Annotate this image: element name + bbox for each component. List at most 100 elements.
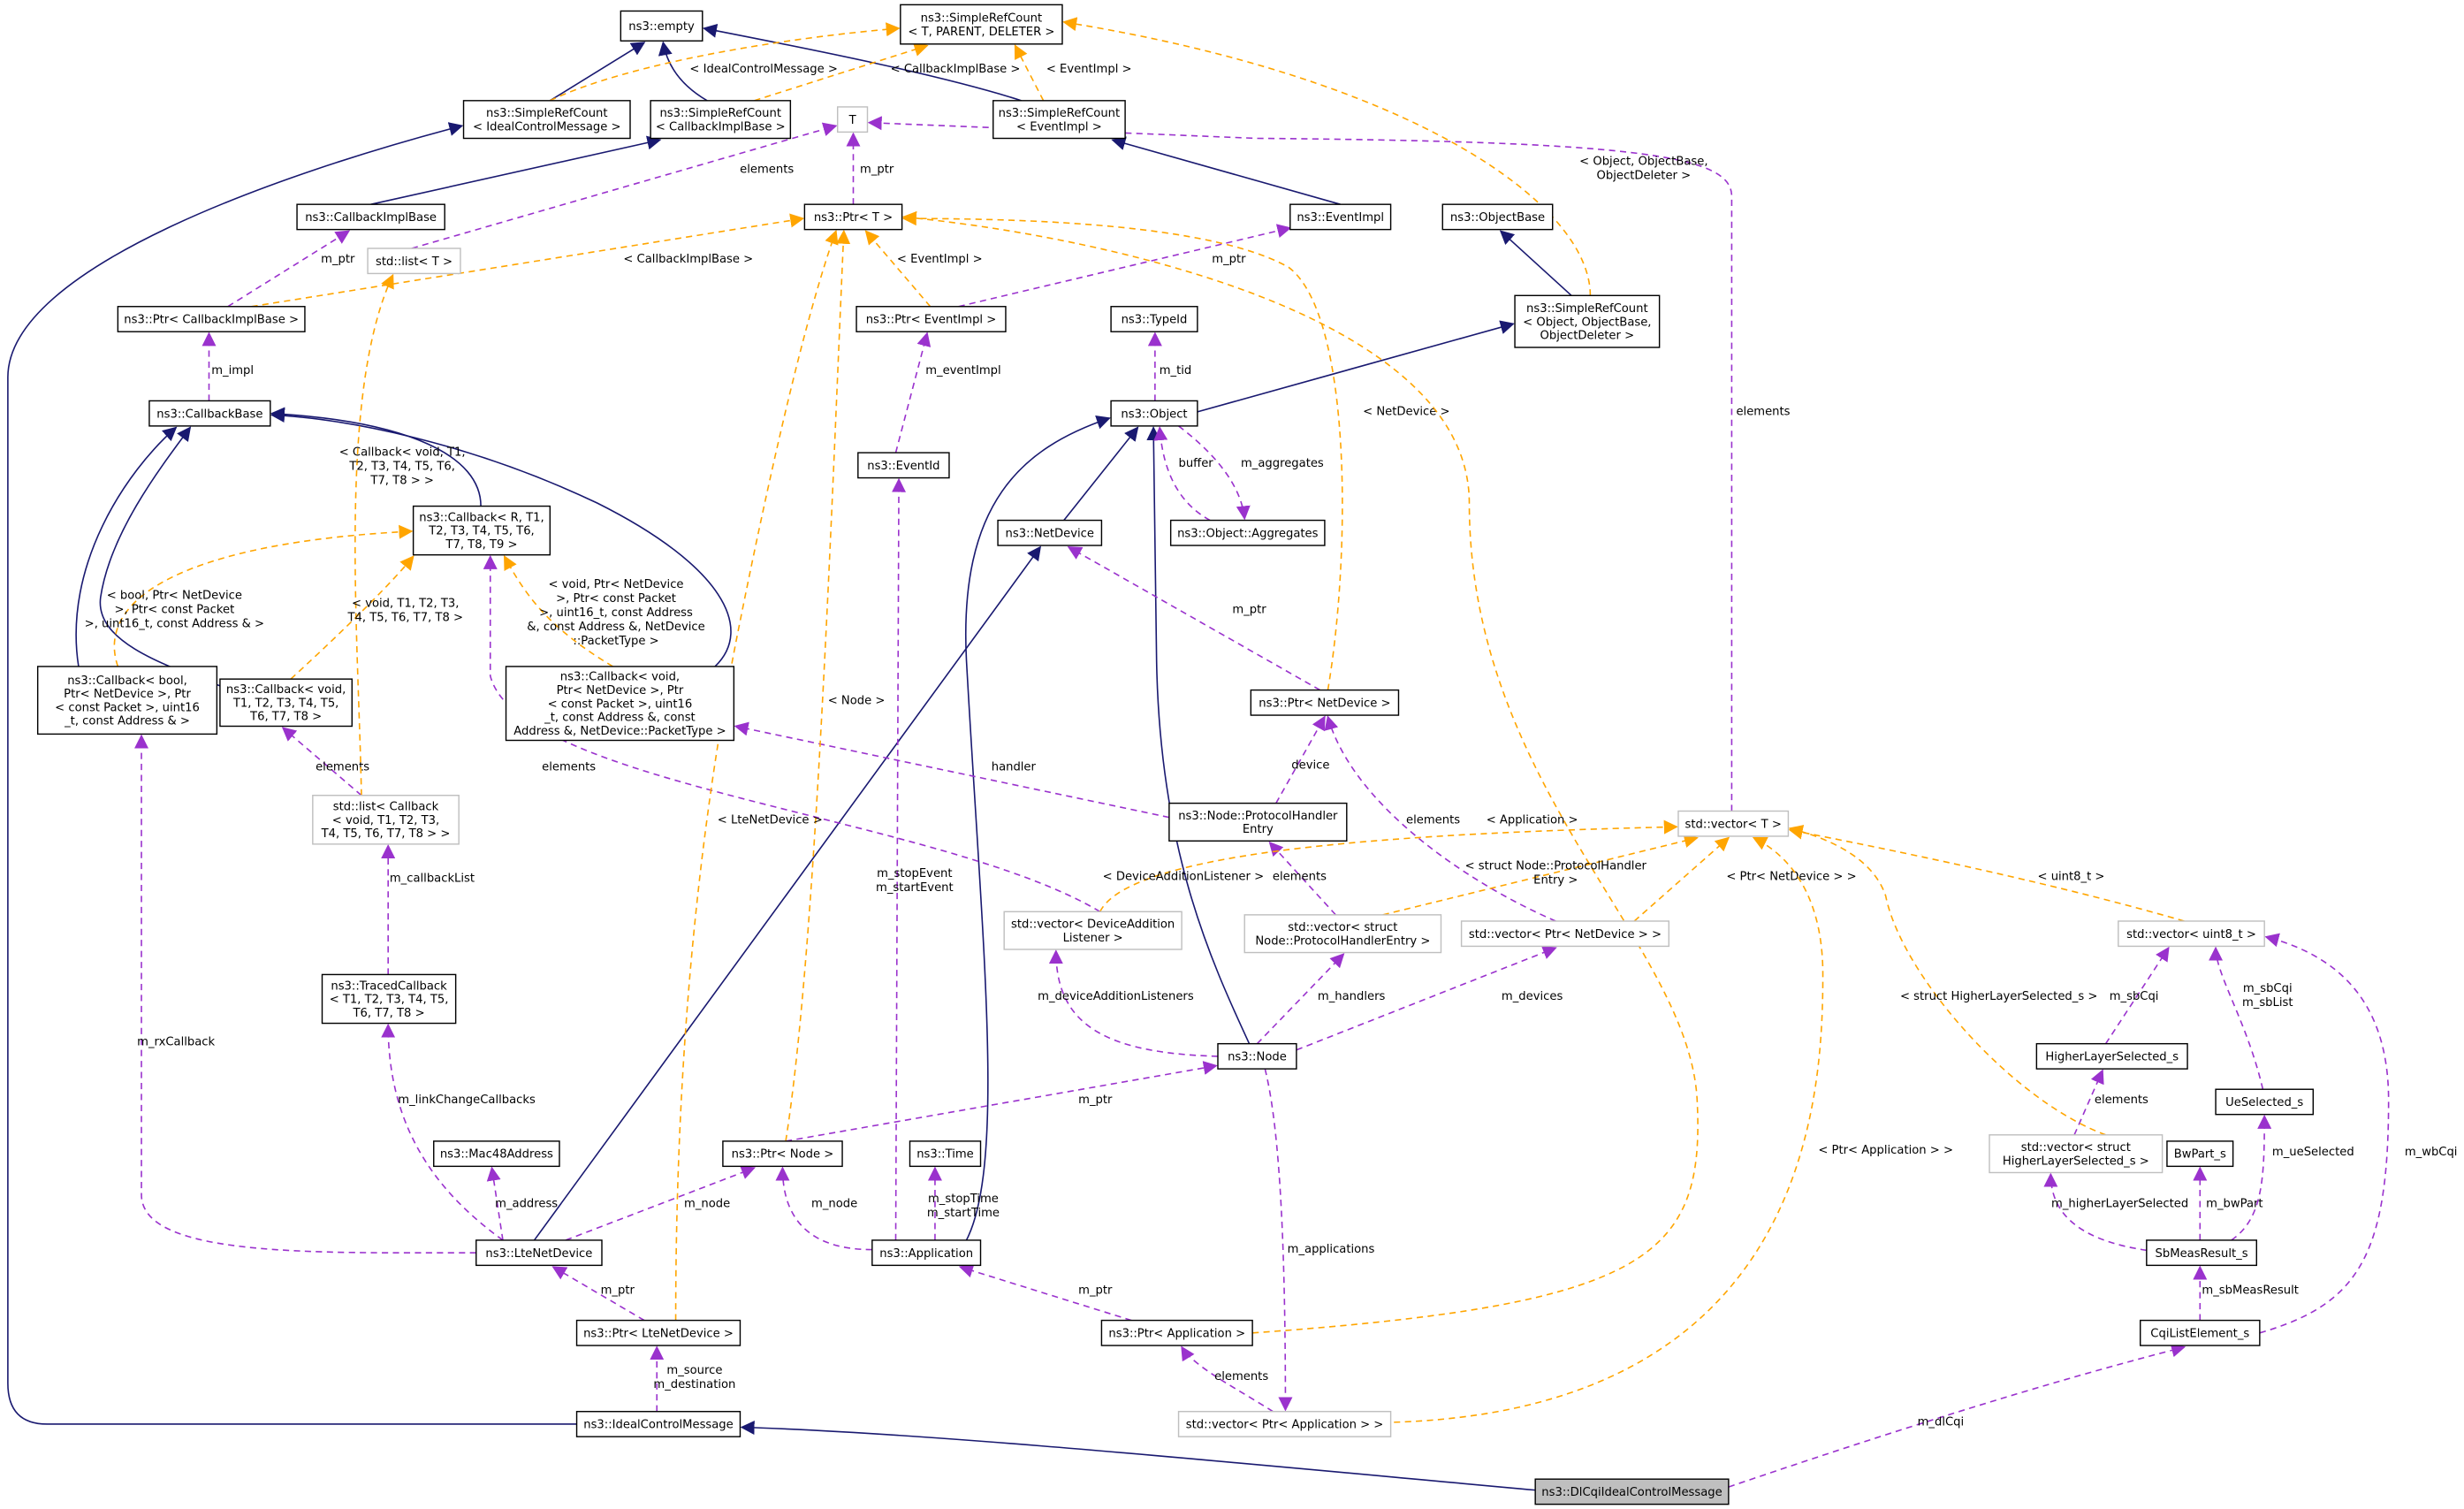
class-node-dlcqi[interactable]: ns3::DlCqiIdealControlMessage — [1534, 1478, 1730, 1505]
edge-label-line: m_sbMeasResult — [2202, 1284, 2298, 1297]
class-node-time[interactable]: ns3::Time — [909, 1140, 982, 1168]
class-name-line: BwPart_s — [2174, 1148, 2226, 1162]
class-node-cb-r[interactable]: ns3::Callback< R, T1,T2, T3, T4, T5, T6,… — [412, 505, 551, 556]
class-name: ns3::IdealControlMessage — [583, 1419, 734, 1432]
class-node-typeid[interactable]: ns3::TypeId — [1110, 306, 1198, 332]
class-node-ptr-lte[interactable]: ns3::Ptr< LteNetDevice > — [575, 1319, 741, 1346]
class-node-ptr-ei[interactable]: ns3::Ptr< EventImpl > — [856, 306, 1007, 332]
edge-label-line: m_deviceAdditionListeners — [1038, 990, 1194, 1003]
edge-src_cib-to-empty — [658, 41, 708, 102]
class-node-empty[interactable]: ns3::empty — [620, 10, 703, 42]
class-name-line: T7, T8, T9 > — [445, 538, 517, 552]
edge-sbmeas-to-bwpart: m_bwPart — [2193, 1166, 2263, 1240]
class-node-lte[interactable]: ns3::LteNetDevice — [475, 1239, 603, 1267]
class-node-ptr-t[interactable]: ns3::Ptr< T > — [803, 203, 903, 231]
class-node-cb-bool[interactable]: ns3::Callback< bool,Ptr< NetDevice >, Pt… — [36, 666, 218, 735]
edge-label-line: < IdealControlMessage > — [689, 63, 837, 76]
edge-label-line: < void, T1, T2, T3, — [352, 597, 459, 610]
usage-arrow — [867, 116, 1733, 812]
edge-label-line: m_linkChangeCallbacks — [398, 1094, 536, 1107]
class-node-ptr-nd[interactable]: ns3::Ptr< NetDevice > — [1250, 689, 1400, 716]
class-node-bwpart[interactable]: BwPart_s — [2166, 1140, 2234, 1168]
class-box — [2140, 1319, 2261, 1346]
usage-arrow — [281, 727, 362, 796]
class-node-src-ei[interactable]: ns3::SimpleRefCount< EventImpl > — [992, 100, 1126, 140]
edge-label: handler — [992, 760, 1037, 774]
edge-label: m_rxCallback — [137, 1035, 215, 1048]
inherit-arrow — [740, 1420, 1536, 1491]
edge-label-line: m_sbCqi — [2110, 990, 2159, 1003]
edge-label: < Object, ObjectBase,ObjectDeleter > — [1579, 156, 1707, 183]
class-node-T[interactable]: T — [836, 106, 869, 133]
class-name: ns3::Object — [1121, 408, 1187, 421]
class-node-cb-void[interactable]: ns3::Callback< void,T1, T2, T3, T4, T5,T… — [219, 678, 353, 728]
edge-phe-to-ptr_nd: device — [1275, 715, 1329, 804]
class-node-eventimpl[interactable]: ns3::EventImpl — [1289, 203, 1392, 231]
class-node-icm[interactable]: ns3::IdealControlMessage — [575, 1411, 741, 1437]
class-name-line: Entry — [1243, 823, 1274, 836]
class-node-hls[interactable]: HigherLayerSelected_s — [2035, 1042, 2188, 1070]
class-name: ns3::CallbackBase — [156, 408, 262, 421]
edge-vec_papp-to-ptr_app: elements — [1181, 1345, 1274, 1413]
edge-eventid-to-ptr_ei: m_eventImpl — [894, 332, 1001, 453]
class-node-sbmeas[interactable]: SbMeasResult_s — [2146, 1239, 2258, 1267]
class-node-objectbase[interactable]: ns3::ObjectBase — [1441, 203, 1554, 231]
class-name-line: ns3::Time — [916, 1148, 974, 1162]
class-node-src-icm[interactable]: ns3::SimpleRefCount< IdealControlMessage… — [462, 100, 631, 140]
class-name-line: ns3::IdealControlMessage — [583, 1419, 734, 1432]
edge-list_t-to-T: elements — [411, 122, 838, 249]
class-name-line: ns3::SimpleRefCount — [921, 12, 1043, 26]
class-box — [2035, 1042, 2188, 1070]
class-node-cb-void-nd[interactable]: ns3::Callback< void,Ptr< NetDevice >, Pt… — [505, 666, 735, 742]
class-node-ues[interactable]: UeSelected_s — [2215, 1088, 2315, 1116]
class-node-list-t[interactable]: std::list< T > — [367, 248, 461, 275]
template-arrow — [754, 42, 929, 102]
class-node-cqi[interactable]: CqiListElement_s — [2140, 1319, 2261, 1346]
class-name-line: std::vector< Ptr< Application > > — [1186, 1419, 1384, 1432]
class-node-node[interactable]: ns3::Node — [1217, 1042, 1297, 1070]
class-node-list-cb[interactable]: std::list< Callback< void, T1, T2, T3,T4… — [312, 795, 460, 845]
class-node-aggregates[interactable]: ns3::Object::Aggregates — [1169, 519, 1326, 546]
edge-label: m_ptr — [601, 1284, 635, 1297]
class-node-src-obj[interactable]: ns3::SimpleRefCount< Object, ObjectBase,… — [1514, 294, 1661, 348]
class-node-vec-u8[interactable]: std::vector< uint8_t > — [2118, 920, 2265, 948]
edge-label: buffer — [1178, 457, 1213, 470]
inherit-arrow — [370, 135, 662, 205]
inherit-arrow — [549, 42, 646, 102]
edge-label-line: m_callbackList — [390, 873, 475, 886]
edge-ptr_nd-to-ptr_t: < NetDevice > — [901, 211, 1450, 690]
edge-label: < Application > — [1487, 814, 1578, 827]
edge-lte-to-ptr_node: m_node — [565, 1165, 756, 1241]
inherit-arrow — [1146, 426, 1251, 1044]
class-name-line: < CallbackImplBase > — [656, 120, 786, 133]
class-node-mac48[interactable]: ns3::Mac48Address — [433, 1140, 560, 1168]
class-node-ptr-cib[interactable]: ns3::Ptr< CallbackImplBase > — [117, 306, 306, 332]
edge-label-line: buffer — [1178, 457, 1213, 470]
class-box — [433, 1140, 560, 1168]
template-arrow — [864, 230, 932, 308]
class-node-cib[interactable]: ns3::CallbackImplBase — [296, 203, 445, 231]
class-node-src-cib[interactable]: ns3::SimpleRefCount< CallbackImplBase > — [650, 100, 792, 140]
class-node-object[interactable]: ns3::Object — [1110, 400, 1198, 427]
class-node-traced[interactable]: ns3::TracedCallback< T1, T2, T3, T4, T5,… — [321, 973, 457, 1025]
class-name: ns3::NetDevice — [1006, 527, 1094, 540]
class-node-src-tpd[interactable]: ns3::SimpleRefCount< T, PARENT, DELETER … — [900, 4, 1063, 45]
class-node-ptr-node[interactable]: ns3::Ptr< Node > — [722, 1140, 843, 1168]
class-node-vec-pnd[interactable]: std::vector< Ptr< NetDevice > > — [1460, 920, 1670, 948]
class-box — [312, 795, 460, 845]
class-node-app[interactable]: ns3::Application — [871, 1239, 982, 1267]
class-node-vec-papp[interactable]: std::vector< Ptr< Application > > — [1177, 1411, 1392, 1437]
class-node-callbackbase[interactable]: ns3::CallbackBase — [148, 400, 271, 427]
class-node-netdevice[interactable]: ns3::NetDevice — [997, 519, 1103, 546]
class-node-vec-t[interactable]: std::vector< T > — [1677, 810, 1790, 837]
class-name-line: T6, T7, T8 > — [249, 711, 322, 724]
inherit-arrow — [703, 23, 1022, 102]
class-node-ptr-app[interactable]: ns3::Ptr< Application > — [1100, 1319, 1253, 1346]
class-node-eventid[interactable]: ns3::EventId — [857, 452, 950, 479]
class-box — [1110, 400, 1198, 427]
